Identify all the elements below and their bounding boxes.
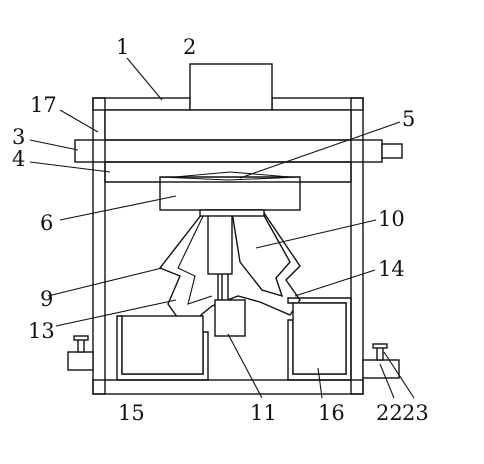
label-1: 1 [116,35,129,59]
label-15: 15 [118,401,145,425]
crusher-assembly [158,209,301,330]
label-3: 3 [12,125,25,149]
right-foot [362,359,400,379]
upper-chamber-block [104,109,352,141]
block-6 [159,181,301,211]
leader-lines [29,57,415,399]
label-13: 13 [28,319,55,343]
label-10: 10 [378,207,405,231]
left-foot [67,351,94,371]
bolt-23 [376,346,384,361]
label-23: 23 [402,401,429,425]
label-11: 11 [250,401,277,425]
label-14: 14 [378,257,405,281]
plate-handle [381,143,403,159]
label-9: 9 [40,287,53,311]
part-labels: 1 2 17 3 4 5 6 10 9 14 13 15 11 16 22 23 [12,35,429,425]
label-17: 17 [30,93,57,117]
block-11 [214,299,246,337]
honeycomb-plate [74,139,383,163]
label-16: 16 [318,401,345,425]
label-6: 6 [40,211,53,235]
label-4: 4 [12,147,25,171]
label-2: 2 [183,35,196,59]
label-5: 5 [402,107,415,131]
label-22: 22 [376,401,403,425]
motor-block [189,63,273,111]
